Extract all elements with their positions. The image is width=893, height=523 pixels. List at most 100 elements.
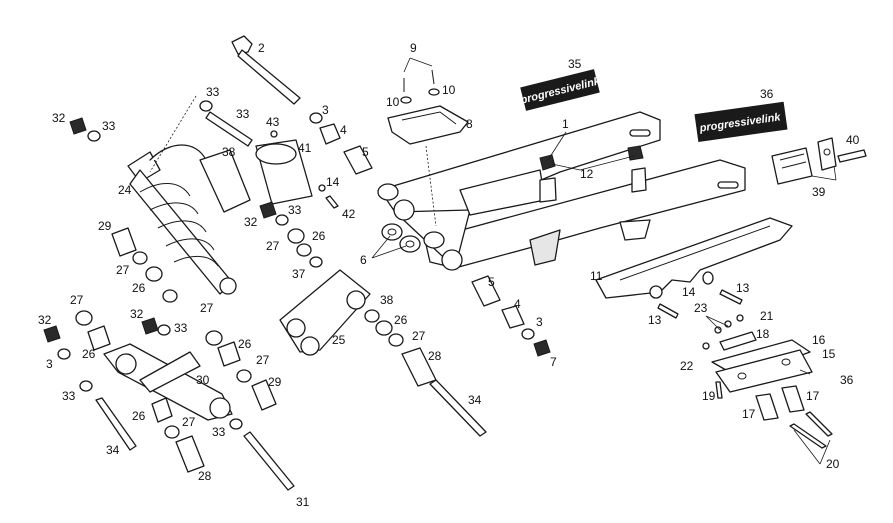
chain-adjuster-40 (771, 137, 837, 185)
callout-41: 40 (846, 133, 860, 147)
callout-12: 12 (580, 167, 594, 181)
nut-23a (714, 326, 722, 334)
callout-34: 34 (106, 443, 120, 457)
callout-27: 27 (116, 263, 130, 277)
callout-20: 20 (826, 457, 840, 471)
callout-15: 15 (822, 347, 836, 361)
nut-32-lowleft (43, 325, 61, 343)
nut-7 (533, 339, 551, 357)
callout-25: 25 (332, 333, 346, 347)
callout-1: 1 (562, 117, 569, 131)
bearing-26-upper (287, 228, 305, 244)
washer-6b (399, 235, 421, 253)
callout-43: 42 (342, 207, 356, 221)
shock-absorber-24 (127, 144, 251, 295)
washer-27-bottom (164, 425, 180, 439)
part-44 (270, 130, 278, 138)
screw-9b (431, 69, 435, 85)
washer-27-left2 (162, 289, 178, 303)
washer-14b (649, 285, 663, 299)
callout-38: 38 (380, 293, 394, 307)
washer-33-top (199, 100, 213, 112)
callout-37: 36 (840, 373, 854, 387)
callout-4: 4 (514, 297, 521, 311)
callout-40: 39 (812, 185, 826, 199)
callout-32: 32 (130, 307, 144, 321)
callout-17: 17 (806, 389, 820, 403)
callout-31: 31 (296, 495, 310, 509)
callout-10: 10 (386, 95, 400, 109)
callout-44: 43 (266, 115, 280, 129)
callout-27: 27 (70, 293, 84, 307)
callout-23: 23 (694, 301, 708, 315)
callout-38: 37 (292, 267, 306, 281)
spacer-17b (781, 385, 805, 413)
sleeve-5-top (343, 145, 373, 175)
bearing-26-lowleft (87, 325, 111, 351)
bolt-34-bottom (95, 397, 137, 451)
callout-33: 33 (212, 425, 226, 439)
bushing-4-top (319, 123, 341, 145)
screw-13a (719, 289, 743, 305)
callout-3: 3 (46, 357, 53, 371)
callout-27: 27 (182, 415, 196, 429)
bearing-26-bottom (151, 397, 173, 423)
washer-6a (381, 223, 403, 241)
callout-36: 35 (568, 57, 582, 71)
washer-33-bottom (229, 418, 243, 430)
callout-27: 27 (256, 353, 270, 367)
screw-19 (715, 381, 723, 399)
rod-30 (103, 343, 233, 421)
washer-3-top (309, 112, 323, 124)
callout-5: 5 (488, 275, 495, 289)
callout-19: 19 (702, 389, 716, 403)
nut-23b (724, 320, 732, 328)
washer-27-lowmid (205, 330, 223, 346)
callout-27: 27 (200, 301, 214, 315)
guide-leader (425, 145, 437, 227)
linkage-25 (279, 269, 371, 356)
washer-33-lowleft (79, 380, 93, 392)
callout-11: 11 (590, 269, 603, 283)
callout-3: 3 (322, 103, 329, 117)
callout-33: 33 (288, 203, 302, 217)
spacer-29-lowmid (251, 379, 277, 411)
callout-16: 16 (812, 333, 826, 347)
washer-14-mid (318, 184, 326, 192)
bolt-41 (837, 149, 867, 163)
callouts: 1 2 3 3 3 4 4 5 5 6 7 8 9 10 10 11 12 13… (38, 41, 860, 509)
callout-4: 4 (340, 123, 347, 137)
decal-36-large: progressivelink (694, 101, 788, 142)
callout-32: 32 (244, 215, 258, 229)
callout-17: 17 (742, 407, 756, 421)
callout-32: 32 (38, 313, 52, 327)
callout-7: 7 (550, 355, 557, 369)
callout-13: 13 (648, 313, 662, 327)
screw-13b (657, 303, 679, 319)
callout-8: 8 (466, 117, 473, 131)
nut-22 (702, 342, 710, 350)
washer-27-lowmid2 (236, 369, 252, 383)
washer-14a (702, 271, 714, 285)
bolt-35 (429, 379, 487, 437)
nut-21 (736, 314, 744, 322)
callout-30: 30 (196, 373, 210, 387)
callout-28: 28 (428, 349, 442, 363)
spacer-17a (755, 393, 779, 421)
washer-27-left (132, 251, 148, 265)
callout-26: 26 (312, 229, 326, 243)
washer-10b (428, 88, 440, 96)
callout-29: 29 (268, 375, 282, 389)
callout-27: 27 (412, 329, 426, 343)
bolt-20a (789, 423, 827, 449)
decal-36-small: progressivelink (518, 69, 602, 111)
reservoir-cap (255, 143, 297, 165)
bearing-26-lowmid (217, 341, 241, 367)
chain-slider-assembly (711, 339, 813, 393)
nut-12b (627, 145, 644, 161)
washer-33-lowmid (157, 324, 171, 336)
callout-9: 9 (410, 41, 417, 55)
nut-32-mid (259, 201, 277, 219)
